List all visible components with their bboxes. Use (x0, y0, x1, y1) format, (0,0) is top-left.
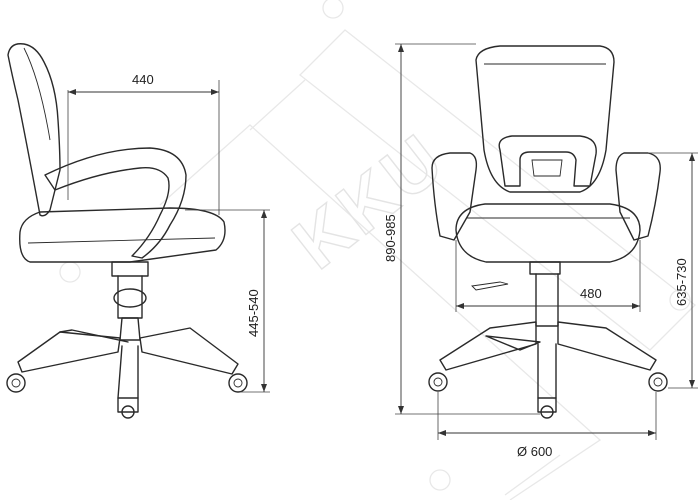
watermark: KKU (59, 0, 696, 500)
dimension-seat-width: 480 (455, 240, 641, 312)
dim-label-440: 440 (132, 72, 154, 87)
dimension-seat-height: 445-540 (185, 209, 270, 393)
chair-front-view (428, 45, 668, 419)
dimension-base-diameter: Ø 600 (437, 392, 657, 459)
dimension-overall-height: 890-985 (383, 43, 540, 415)
dim-label-635-730: 635-730 (674, 258, 689, 306)
dim-label-480: 480 (580, 286, 602, 301)
watermark-text: KKU (279, 118, 461, 284)
chair-side-view (6, 43, 248, 419)
dim-label-445-540: 445-540 (246, 289, 261, 337)
dimension-side-depth: 440 (67, 72, 220, 215)
dim-label-890-985: 890-985 (383, 214, 398, 262)
dimension-armrest-height: 635-730 (640, 152, 698, 389)
dim-label-diameter-600: Ø 600 (517, 444, 552, 459)
